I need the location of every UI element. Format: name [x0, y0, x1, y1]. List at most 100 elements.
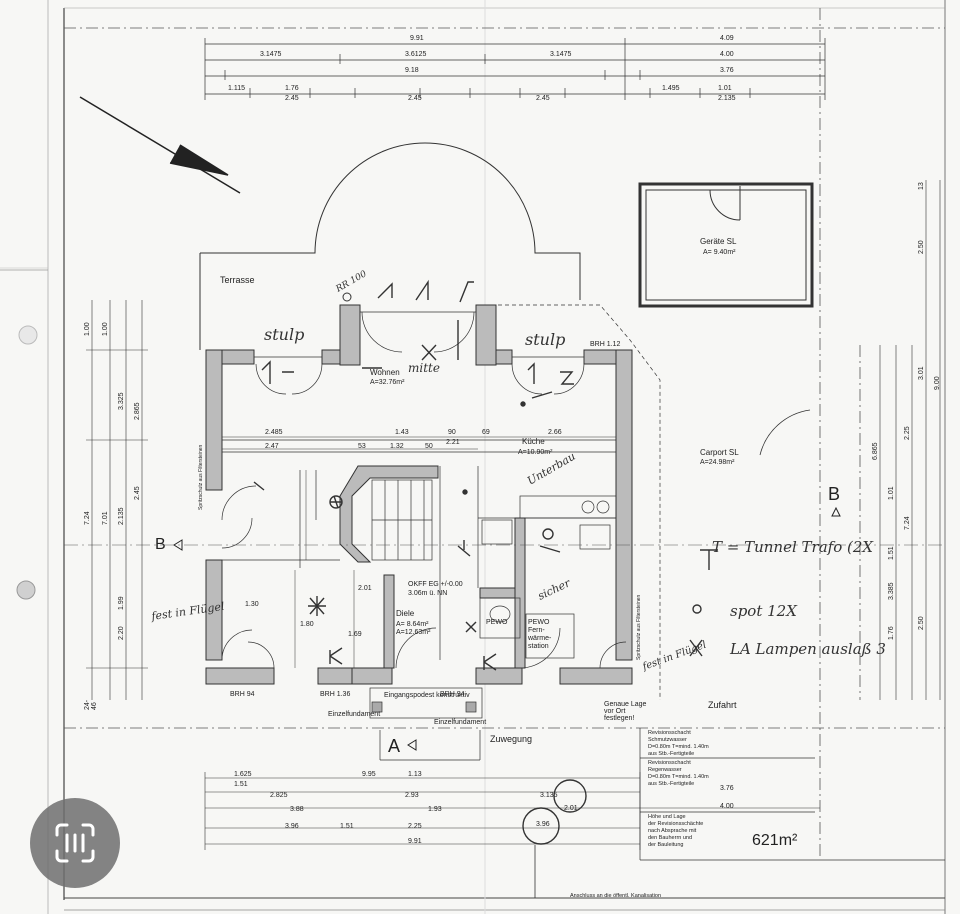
dim-left: 1.00: [102, 322, 109, 336]
hand-legend-tunnel: T = Tunnel Trafo (2X: [712, 538, 874, 556]
genaue-lage-label: festlegen!: [604, 715, 634, 722]
dim-right: 3.01: [918, 366, 925, 380]
dim-right: 2.50: [918, 240, 925, 254]
room-geraete-area: A= 9.40m²: [703, 249, 736, 256]
dim-left: 7.24: [84, 511, 91, 525]
pewo-label: PEWO: [486, 619, 508, 626]
dim-inner: 2.21: [446, 439, 460, 446]
dim-inner: 2.01: [358, 585, 372, 592]
spritzschutz-left: Spritzschutz aus Filtersteinen: [198, 444, 204, 510]
dim-left: 2.45: [134, 486, 141, 500]
revision-note: D=0.80m T=mind. 1.40m: [648, 744, 709, 750]
pewo-label: station: [528, 643, 549, 650]
house-walls: [205, 304, 633, 685]
handwritten-marks: [253, 279, 718, 671]
hand-stulp-left: stulp: [264, 325, 304, 344]
dim-bottom: 1.51: [340, 823, 354, 830]
room-diele-area: A= 8.64m²: [396, 621, 429, 628]
dim-left: 2.135: [118, 507, 125, 525]
dim-left: 2.20: [118, 626, 125, 640]
dim-inner: 50: [425, 443, 433, 450]
north-arrow-icon: [79, 96, 241, 194]
dim-inner: 90: [448, 429, 456, 436]
dim-inner: 2.47: [265, 443, 279, 450]
dim-top: 1.495: [662, 85, 680, 92]
dim-inner: 1.43: [395, 429, 409, 436]
dim-left: 1.00: [84, 322, 91, 336]
notes-panel: [639, 728, 945, 861]
dim-bottom: 9.91: [408, 838, 422, 845]
dim-right: 1.51: [888, 546, 895, 560]
dim-right: 13: [918, 182, 925, 190]
hoehe-note: nach Absprache mit: [648, 828, 697, 834]
dim-right: 9.00: [934, 376, 941, 390]
dim-top: 3.1475: [260, 51, 282, 58]
revision-note: Revisionsschacht: [648, 760, 691, 766]
dim-right: 1.01: [888, 486, 895, 500]
total-area-label: 621m²: [752, 832, 798, 849]
interior-lines: [221, 304, 661, 700]
hoehe-note: Höhe und Lage: [648, 814, 686, 820]
revision-note: Revisionsschacht: [648, 730, 691, 736]
dim-bottom: 3.96: [285, 823, 299, 830]
dim-bottom: 4.00: [720, 803, 734, 810]
dim-top: 1.115: [228, 85, 245, 92]
dim-top: 3.76: [720, 67, 734, 74]
punch-hole: [18, 325, 38, 345]
dim-bottom: 9.95: [362, 771, 376, 778]
einzelfundament-label: Einzelfundament: [434, 719, 486, 726]
eingangspodest-label: Eingangspodest konstruktiv: [384, 692, 470, 699]
hand-mitte: mitte: [408, 361, 440, 375]
hand-legend-spot: spot 12X: [730, 602, 798, 620]
dim-top: 2.45: [408, 95, 422, 102]
brh-label: BRH 1.12: [590, 341, 620, 348]
dim-right: 1.76: [888, 626, 895, 640]
dim-right: 6.865: [872, 442, 879, 460]
dim-top: 2.45: [536, 95, 550, 102]
dim-inner: 1.30: [245, 601, 259, 608]
brh-label: BRH 1.36: [320, 691, 350, 698]
okff-label: OKFF EG +/-0.00: [408, 581, 463, 588]
pewo-label: Fern-: [528, 627, 545, 634]
section-a-marker: A: [388, 736, 400, 756]
genaue-lage-label: vor Ort: [604, 708, 625, 715]
dim-top: 3.1475: [550, 51, 572, 58]
dim-left: 7.01: [102, 511, 109, 525]
hoehe-note: der Bauleitung: [648, 842, 683, 848]
dim-inner: 1.32: [390, 443, 404, 450]
dim-left: 46: [91, 702, 98, 710]
revision-shaft: [522, 807, 560, 845]
room-geraete: Geräte SL: [700, 237, 737, 246]
dim-bottom: 1.13: [408, 771, 422, 778]
bottom-dimension-chains: [204, 772, 820, 850]
revision-note: aus Stb.-Fertigteile: [648, 781, 694, 787]
room-terrasse: Terrasse: [220, 275, 255, 285]
dim-top: 1.76: [285, 85, 299, 92]
room-carport-area: A=24.98m²: [700, 459, 735, 466]
dim-right: 7.24: [904, 516, 911, 530]
scan-text-button[interactable]: [30, 798, 120, 888]
geraete-shed: [638, 182, 814, 308]
dim-right: 2.25: [904, 426, 911, 440]
okff-label-2: 3.06m ü. NN: [408, 590, 447, 597]
dim-bottom: 2.825: [270, 792, 288, 799]
dim-right: 3.385: [888, 582, 895, 600]
room-wohnen: Wohnen: [370, 368, 400, 377]
terrace-outline: [199, 142, 581, 350]
hand-stulp-right: stulp: [525, 330, 565, 349]
right-dimension-chains: [879, 180, 941, 700]
dim-bottom: 3.76: [720, 785, 734, 792]
zufahrt-label: Zufahrt: [708, 700, 737, 710]
zuwegung-label: Zuwegung: [490, 734, 532, 744]
scan-icon: [55, 823, 95, 863]
dim-inner: 2.485: [265, 429, 283, 436]
dim-bottom: 2.01: [564, 805, 578, 812]
dim-inner: 69: [482, 429, 490, 436]
revision-note: Schmutzwasser: [648, 737, 687, 743]
dim-left: 3.325: [118, 392, 125, 410]
dim-bottom: 1.51: [234, 781, 248, 788]
brh-label: BRH 94: [230, 691, 255, 698]
dim-left: 2.865: [134, 402, 141, 420]
dim-inner: 2.66: [548, 429, 562, 436]
